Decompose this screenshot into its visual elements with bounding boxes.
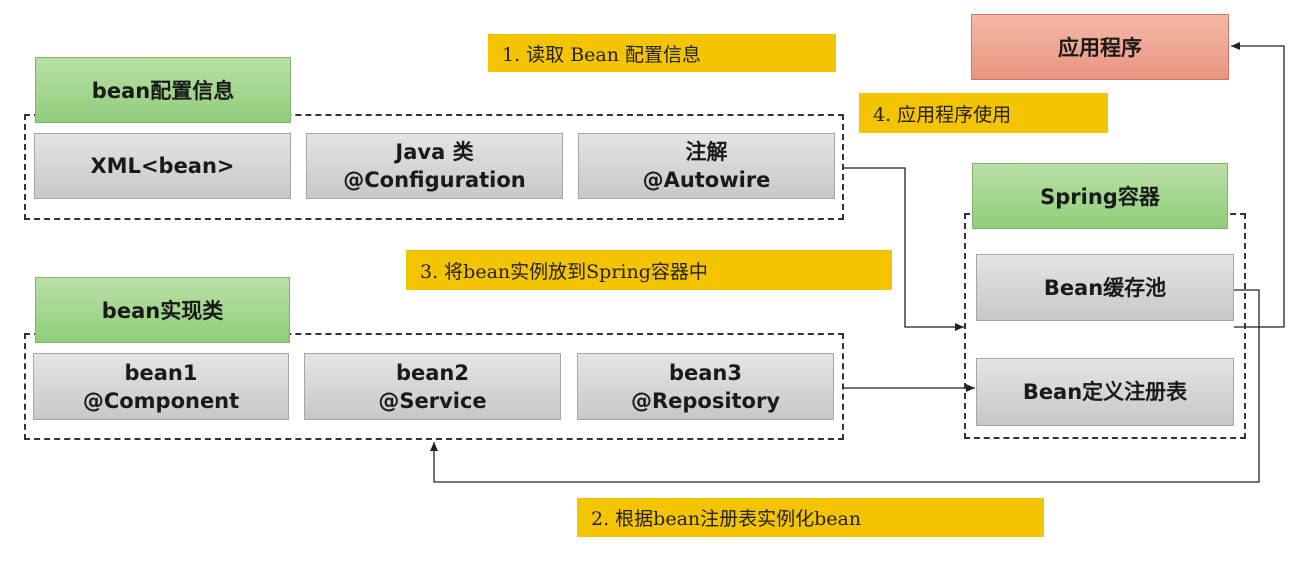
config-group-frame bbox=[24, 114, 844, 220]
bean-cache-pool: Bean缓存池 bbox=[976, 254, 1234, 321]
step1-label: 1. 读取 Bean 配置信息 bbox=[488, 34, 836, 72]
step3-label: 3. 将bean实例放到Spring容器中 bbox=[406, 250, 892, 290]
config-item-annotation: 注解 @Autowire bbox=[578, 133, 835, 199]
impl-item-bean3: bean3 @Repository bbox=[577, 353, 834, 420]
config-group-title: bean配置信息 bbox=[35, 57, 291, 123]
impl-item-bean2-line2: @Service bbox=[378, 388, 487, 413]
config-item-java: Java 类 @Configuration bbox=[306, 133, 563, 199]
step4-label: 4. 应用程序使用 bbox=[859, 93, 1108, 133]
impl-group-title: bean实现类 bbox=[35, 277, 290, 343]
impl-item-bean2: bean2 @Service bbox=[304, 353, 561, 420]
spring-container-title: Spring容器 bbox=[972, 163, 1228, 229]
impl-item-bean3-line1: bean3 bbox=[668, 360, 742, 385]
arrow-registry-to-impl bbox=[430, 289, 1260, 483]
config-item-java-line2: @Configuration bbox=[343, 168, 526, 192]
config-item-annotation-line1: 注解 bbox=[685, 140, 728, 164]
step2-label: 2. 根据bean注册表实例化bean bbox=[577, 498, 1044, 537]
config-item-xml-line1: XML<bean> bbox=[90, 154, 235, 178]
arrow-config-to-container bbox=[844, 167, 964, 331]
config-item-xml: XML<bean> bbox=[34, 133, 291, 199]
impl-item-bean1-line2: @Component bbox=[82, 388, 240, 413]
impl-item-bean2-line1: bean2 bbox=[395, 360, 469, 385]
config-item-java-line1: Java 类 bbox=[395, 140, 474, 164]
application-box: 应用程序 bbox=[971, 14, 1229, 80]
impl-group-frame bbox=[24, 333, 844, 440]
impl-item-bean1-line1: bean1 bbox=[124, 360, 198, 385]
impl-item-bean1: bean1 @Component bbox=[33, 353, 289, 420]
config-item-annotation-line2: @Autowire bbox=[642, 168, 771, 192]
impl-item-bean3-line2: @Repository bbox=[630, 388, 781, 413]
bean-definition-registry: Bean定义注册表 bbox=[976, 358, 1234, 426]
